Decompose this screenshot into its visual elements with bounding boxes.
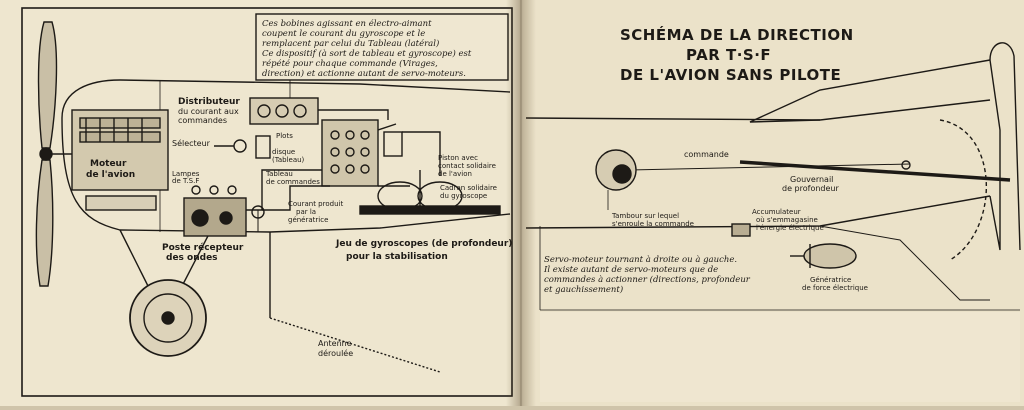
note-line: Ces bobines agissant en électro-aimant — [262, 18, 432, 29]
label-servo: Il existe autant de servo-moteurs que de — [543, 265, 718, 275]
label-accumulateur: où s'emmagasine — [756, 216, 818, 224]
label-distributeur: Distributeur — [178, 97, 240, 107]
label-accumulateur: l'énergie électrique — [756, 224, 824, 232]
gyroscope-base — [359, 205, 501, 215]
label-cadran: du gyroscope — [440, 192, 487, 200]
gyroscope — [417, 181, 463, 211]
label-selecteur: Sélecteur — [172, 138, 211, 148]
left-page: Ces bobines agissant en électro-aimant c… — [0, 0, 520, 406]
tsf-lamp — [227, 185, 237, 195]
selector — [233, 139, 247, 153]
left-diagram: Ces bobines agissant en électro-aimant c… — [21, 7, 513, 397]
right-diagram: SCHÉMA DE LA DIRECTION PAR T·S·F DE L'AV… — [525, 25, 1021, 402]
label-servo: et gauchissement) — [544, 284, 623, 295]
note-line: coupent le courant du gyroscope et le — [262, 29, 425, 39]
label-distributeur: commandes — [178, 116, 227, 125]
note-line: remplacent par celui du Tableau (latéral… — [262, 38, 439, 49]
label-generatrice: Génératrice — [810, 276, 851, 284]
label-poste: des ondes — [166, 253, 218, 263]
label-generatrice: de force électrique — [802, 284, 868, 292]
lower-margin — [540, 312, 1020, 402]
diagram-title: DE L'AVION SANS PILOTE — [620, 66, 841, 84]
diagram-title: PAR T·S·F — [686, 46, 771, 64]
label-lampes: Lampes — [172, 170, 200, 178]
diagram-title: SCHÉMA DE LA DIRECTION — [620, 25, 854, 44]
label-poste: Poste récepteur — [162, 242, 244, 253]
tail-fuselage — [525, 99, 991, 121]
label-tableau: de commandes — [266, 178, 320, 186]
accumulator — [731, 223, 751, 237]
tsf-lamp — [209, 185, 219, 195]
label-distributeur: du courant aux — [178, 107, 239, 116]
distributor — [249, 97, 319, 125]
label-courant: Courant produit — [288, 200, 343, 208]
elevator-control — [739, 160, 1011, 182]
gyroscope — [377, 181, 423, 211]
label-moteur: de l'avion — [86, 170, 135, 180]
label-gouvernail: de profondeur — [782, 184, 839, 193]
label-tambour: s'enroule la commande — [612, 220, 694, 228]
generator — [803, 243, 857, 269]
label-piston: Piston avec — [438, 154, 478, 162]
label-jeu-gyroscopes: pour la stabilisation — [346, 252, 448, 262]
label-moteur: Moteur — [90, 159, 127, 169]
label-servo: commandes à actionner (directions, profo… — [544, 274, 751, 285]
label-commande: commande — [684, 150, 729, 159]
label-piston: contact solidaire — [438, 162, 496, 170]
label-tambour: Tambour sur lequel — [611, 212, 679, 220]
tail-fin — [989, 59, 1001, 251]
label-accumulateur: Accumulateur — [752, 208, 801, 216]
label-jeu-gyroscopes: Jeu de gyroscopes (de profondeur) — [335, 239, 512, 249]
fuselage-outline — [61, 79, 511, 119]
control-panel — [321, 119, 379, 187]
label-antenne: déroulée — [318, 348, 353, 358]
note-box — [255, 13, 509, 81]
label-piston: de l'avion — [438, 170, 472, 178]
tsf-lamp — [191, 185, 201, 195]
propeller-lower-blade — [35, 159, 54, 287]
right-page: SCHÉMA DE LA DIRECTION PAR T·S·F DE L'AV… — [520, 0, 1024, 406]
label-antenne: Antenne — [318, 339, 352, 348]
label-courant: par la — [296, 208, 316, 216]
label-disque: (Tableau) — [272, 156, 305, 164]
label-cadran: Cadran solidaire — [440, 184, 497, 192]
label-tableau: Tableau — [265, 170, 293, 178]
label-servo: Servo-moteur tournant à droite ou à gauc… — [544, 254, 737, 265]
note-line: répété pour chaque commande (Virages, — [262, 58, 438, 69]
book-gutter — [506, 0, 536, 406]
note-line: Ce dispositif (à sort de tableau et gyro… — [262, 48, 472, 59]
label-gouvernail: Gouvernail — [790, 175, 833, 184]
propeller-upper-blade — [37, 21, 58, 149]
label-plots: Plots — [276, 132, 293, 140]
label-courant: génératrice — [288, 216, 328, 224]
note-line: direction) et actionne autant de servo-m… — [262, 68, 466, 79]
label-lampes: de T.S.F — [172, 177, 199, 185]
label-disque: disque — [272, 148, 295, 156]
